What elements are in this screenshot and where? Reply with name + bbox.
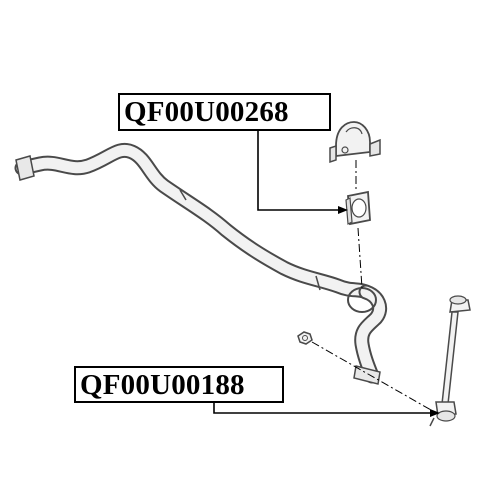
alignment-lines [311,160,439,415]
stabilizer-bar [14,143,388,385]
arrowhead-bottom [430,409,440,417]
arrowhead-top [338,206,348,214]
leader-lines [213,131,434,414]
part-number-label-link: QF00U00188 [74,366,284,403]
stabilizer-link [429,295,471,427]
part-number-label-bushing: QF00U00268 [118,93,331,131]
stabilizer-bushing [345,190,371,226]
stabilizer-bar-left-end [15,155,35,181]
nut [297,331,313,345]
bar-end-plate [353,365,381,385]
leader-line-top [257,131,342,211]
bushing-bracket [329,121,381,164]
leader-line-bottom [213,403,434,414]
